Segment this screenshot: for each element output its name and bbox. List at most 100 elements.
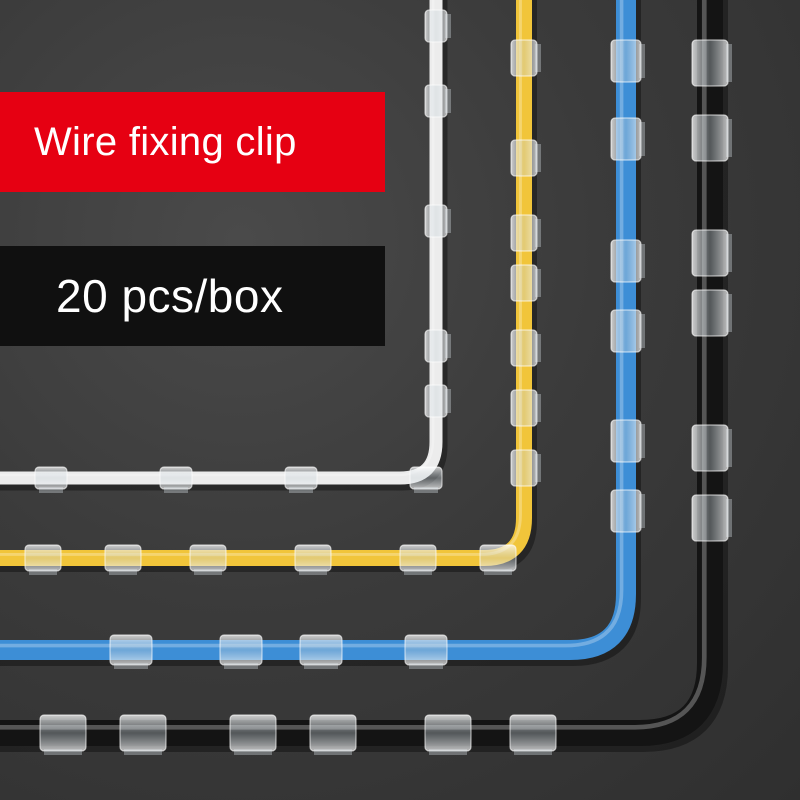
wire-clip (510, 389, 538, 427)
title-banner: Wire fixing clip (0, 92, 385, 192)
wire-clip (409, 466, 443, 490)
wire-clip (159, 466, 193, 490)
wire-clip (510, 139, 538, 177)
wire-clip (610, 239, 642, 283)
wire-clip (691, 114, 729, 162)
wire-clip-base (535, 454, 541, 482)
wire-clip-base (44, 749, 82, 755)
wire-clip-base (535, 269, 541, 297)
wire-clip (510, 449, 538, 487)
wire-clip (104, 544, 142, 572)
wire-clip-base (639, 44, 645, 78)
wire-clip-base (429, 749, 467, 755)
wire-clip (610, 39, 642, 83)
wire-clip (109, 634, 153, 666)
wire-clip (189, 544, 227, 572)
white-cable-highlight (0, 0, 435, 477)
wire-clip-base (414, 487, 438, 493)
wire-clip-base (299, 569, 327, 575)
wire-clip (424, 9, 448, 43)
wire-clip (399, 544, 437, 572)
wire-clip (424, 384, 448, 418)
wire-clip-base (124, 749, 162, 755)
wire-clip-base (726, 499, 732, 537)
wire-clip (284, 466, 318, 490)
wire-clip-base (639, 244, 645, 278)
wire-clip (610, 419, 642, 463)
wire-clip-base (314, 749, 352, 755)
wire-clip-base (639, 122, 645, 156)
wire-clip (510, 264, 538, 302)
wire-clip (299, 634, 343, 666)
white-cable (0, 0, 443, 485)
wire-clip (229, 714, 277, 752)
wire-clip-base (224, 663, 258, 669)
wire-clip-base (445, 389, 451, 413)
wire-clip (610, 117, 642, 161)
wire-clip (219, 634, 263, 666)
wire-clip-base (164, 487, 188, 493)
wire-clip (119, 714, 167, 752)
wire-clip-base (639, 424, 645, 458)
wire-clip-base (535, 334, 541, 362)
wire-clip (691, 229, 729, 277)
wire-clip-base (535, 144, 541, 172)
wire-clip-base (726, 429, 732, 467)
black-cable-highlight (0, 0, 707, 730)
wire-clip-base (535, 219, 541, 247)
wire-clip (424, 329, 448, 363)
wire-clip (691, 39, 729, 87)
wire-clip-base (445, 14, 451, 38)
quantity-banner: 20 pcs/box (0, 246, 385, 346)
wire-clip (294, 544, 332, 572)
wire-clip (424, 714, 472, 752)
wire-clip (479, 544, 517, 572)
wire-clip-base (445, 209, 451, 233)
wire-clip (309, 714, 357, 752)
wire-clip-base (535, 394, 541, 422)
wire-clip-base (234, 749, 272, 755)
wire-clip-base (114, 663, 148, 669)
black-cable (0, 0, 723, 746)
wire-clip (424, 84, 448, 118)
wire-clip (610, 309, 642, 353)
wire-clip-base (109, 569, 137, 575)
wire-clip-base (639, 314, 645, 348)
wire-clip-base (404, 569, 432, 575)
wire-clip-base (726, 234, 732, 272)
wire-clip-base (639, 494, 645, 528)
wire-clip-base (726, 44, 732, 82)
wire-clip-base (726, 119, 732, 157)
white-cable-shadow (0, 0, 448, 491)
wire-clip-base (445, 334, 451, 358)
wire-clip (509, 714, 557, 752)
wire-clip-base (29, 569, 57, 575)
wire-clip (404, 634, 448, 666)
wire-clip-base (445, 89, 451, 113)
wire-clip (691, 424, 729, 472)
wire-clip-base (514, 749, 552, 755)
wire-clip (691, 289, 729, 337)
wire-clip (691, 494, 729, 542)
blue-cable (0, 0, 636, 660)
wire-clip (510, 329, 538, 367)
wire-clip-base (409, 663, 443, 669)
wire-clip (510, 39, 538, 77)
wire-clip (610, 489, 642, 533)
wire-clip-base (39, 487, 63, 493)
wire-clip-base (194, 569, 222, 575)
blue-cable-highlight (0, 0, 624, 648)
wire-clip-base (289, 487, 313, 493)
wire-clip-base (726, 294, 732, 332)
wire-clip (424, 204, 448, 238)
wire-clip-base (484, 569, 512, 575)
wire-clip (24, 544, 62, 572)
wire-clip (510, 214, 538, 252)
title-text: Wire fixing clip (34, 119, 297, 164)
wire-clip (34, 466, 68, 490)
quantity-text: 20 pcs/box (56, 270, 284, 322)
wire-clip-base (535, 44, 541, 72)
wire-clip-base (304, 663, 338, 669)
